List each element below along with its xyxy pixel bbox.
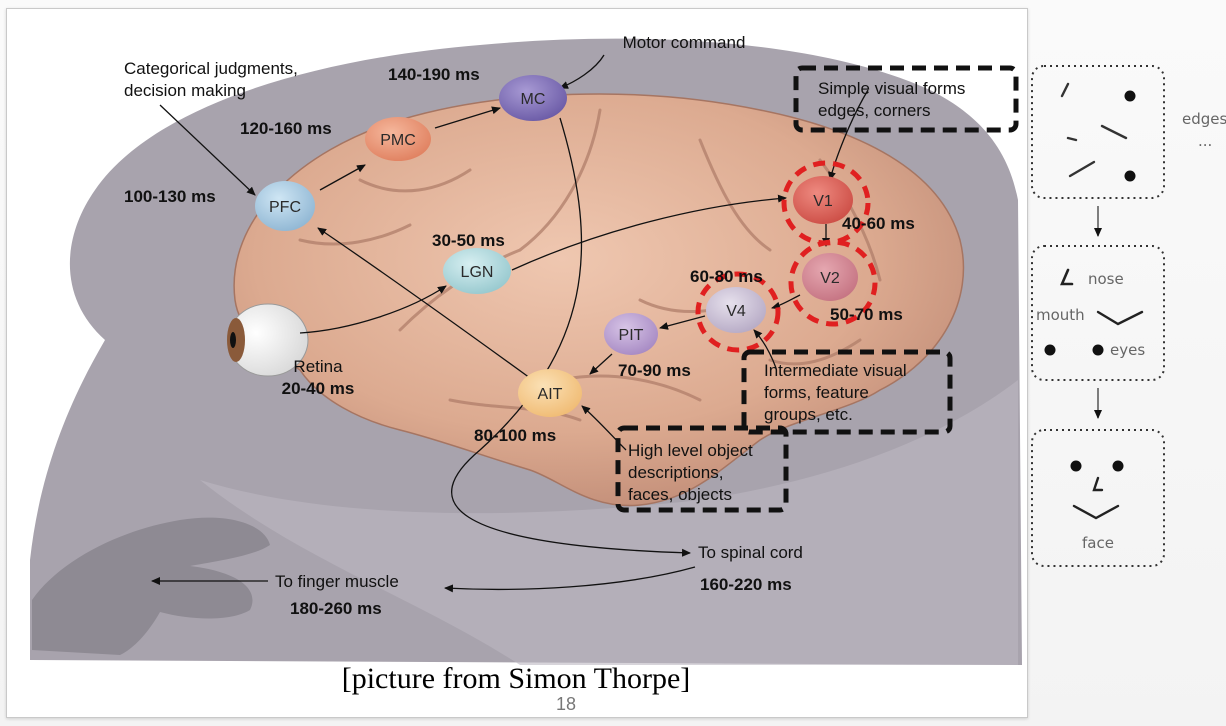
intermediate-line2: forms, feature — [764, 383, 869, 402]
node-v2: V2 — [802, 253, 858, 301]
node-pit: PIT — [604, 313, 658, 355]
node-pmc-label: PMC — [380, 132, 416, 149]
time-finger: 180-260 ms — [290, 599, 382, 618]
spinal-cord-label: To spinal cord — [698, 543, 803, 562]
node-mc-label: MC — [521, 91, 546, 108]
time-retina: 20-40 ms — [282, 379, 355, 398]
time-ait: 80-100 ms — [474, 426, 556, 445]
motor-command-label: Motor command — [623, 33, 746, 52]
high-level-line2: descriptions, — [628, 463, 723, 482]
time-pit: 70-90 ms — [618, 361, 691, 380]
node-pfc-label: PFC — [269, 199, 301, 216]
node-pit-label: PIT — [619, 327, 644, 344]
time-spinal: 160-220 ms — [700, 575, 792, 594]
node-lgn-label: LGN — [461, 264, 494, 281]
edges-box — [1031, 65, 1165, 199]
node-v4-label: V4 — [726, 303, 746, 320]
intermediate-line3: groups, etc. — [764, 405, 853, 424]
intermediate-forms-box — [741, 349, 953, 435]
feature-hierarchy-panel: edges ... nose mouth eyes face — [1031, 65, 1226, 567]
hand-silhouette — [32, 517, 270, 655]
nose-label: nose — [1088, 270, 1124, 288]
v4-highlight-circle — [695, 271, 781, 353]
node-lgn: LGN — [443, 248, 511, 294]
time-pmc: 120-160 ms — [240, 119, 332, 138]
intermediate-line1: Intermediate visual — [764, 361, 907, 380]
highlight-boxes — [615, 65, 1019, 513]
high-level-box — [615, 425, 789, 513]
simple-forms-line1: Simple visual forms — [818, 79, 965, 98]
retina-label: Retina — [293, 357, 343, 376]
time-lgn: 30-50 ms — [432, 231, 505, 250]
node-v1-label: V1 — [813, 193, 833, 210]
time-pfc: 100-130 ms — [124, 187, 216, 206]
time-v1: 40-60 ms — [842, 214, 915, 233]
face-label: face — [1082, 534, 1114, 552]
face-box — [1031, 429, 1165, 567]
eyes-label: eyes — [1110, 341, 1145, 359]
edges-ellipsis: ... — [1198, 132, 1212, 150]
parts-box — [1031, 245, 1165, 381]
high-level-line1: High level object — [628, 441, 753, 460]
categorical-label-line2: decision making — [124, 81, 246, 100]
simple-forms-box — [793, 65, 1019, 133]
mouth-label: mouth — [1036, 306, 1085, 324]
node-v1: V1 — [793, 176, 853, 224]
page-number: 18 — [556, 694, 577, 714]
pathway-arrows — [151, 54, 869, 593]
node-v4: V4 — [706, 287, 766, 333]
categorical-label-line1: Categorical judgments, — [124, 59, 298, 78]
v2-highlight-circle — [788, 239, 878, 327]
node-v2-label: V2 — [820, 270, 840, 287]
simple-forms-line2: edges, corners — [818, 101, 930, 120]
figure-caption: [picture from Simon Thorpe] — [341, 662, 691, 695]
node-pfc: PFC — [255, 181, 315, 231]
node-ait-label: AIT — [538, 386, 563, 403]
node-mc: MC — [499, 75, 567, 121]
edges-label: edges — [1182, 110, 1226, 128]
time-mc: 140-190 ms — [388, 65, 480, 84]
node-ait: AIT — [518, 369, 582, 417]
node-pmc: PMC — [365, 117, 431, 161]
time-v4: 60-80 ms — [690, 267, 763, 286]
finger-muscle-label: To finger muscle — [275, 572, 399, 591]
edge-strokes — [1060, 82, 1128, 178]
highlight-circles — [695, 160, 878, 353]
time-v2: 50-70 ms — [830, 305, 903, 324]
eye — [227, 303, 309, 377]
head-inner-shade — [200, 380, 1018, 665]
high-level-line3: faces, objects — [628, 485, 732, 504]
